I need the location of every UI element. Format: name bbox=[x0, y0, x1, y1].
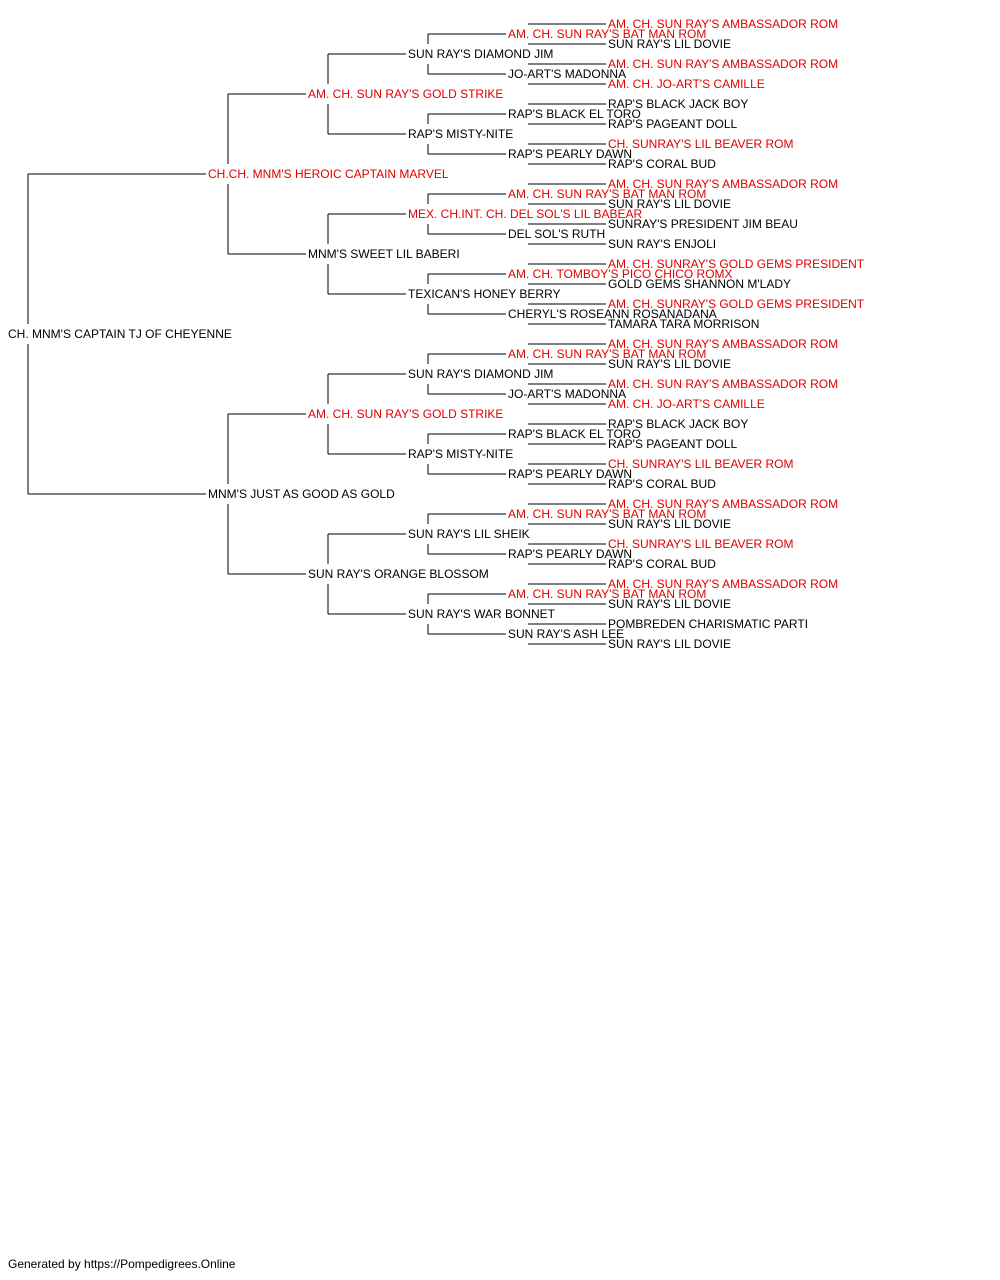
ancestor-name-gen3: SUN RAY'S WAR BONNET bbox=[408, 607, 555, 621]
ancestor-name-gen3: SUN RAY'S LIL SHEIK bbox=[408, 527, 530, 541]
ancestor-name-gen5: RAP'S PAGEANT DOLL bbox=[608, 117, 738, 131]
ancestor-name-gen1: MNM'S JUST AS GOOD AS GOLD bbox=[208, 487, 395, 501]
ancestor-name-gen5: AM. CH. SUNRAY'S GOLD GEMS PRESIDENT bbox=[608, 257, 865, 271]
ancestor-name-gen5: AM. CH. SUN RAY'S AMBASSADOR ROM bbox=[608, 17, 839, 31]
ancestor-name-gen3: TEXICAN'S HONEY BERRY bbox=[408, 287, 561, 301]
ancestor-name-gen3: RAP'S MISTY-NITE bbox=[408, 447, 514, 461]
ancestor-name-gen4: AM. CH. SUN RAY'S BAT MAN ROM bbox=[508, 347, 707, 361]
ancestor-name-gen4: RAP'S PEARLY DAWN bbox=[508, 547, 633, 561]
ancestor-name-gen5: POMBREDEN CHARISMATIC PARTI bbox=[608, 617, 809, 631]
ancestor-name-gen5: CH. SUNRAY'S LIL BEAVER ROM bbox=[608, 537, 794, 551]
ancestor-name-gen5: RAP'S CORAL BUD bbox=[608, 557, 716, 571]
ancestor-name-gen4: AM. CH. SUN RAY'S BAT MAN ROM bbox=[508, 187, 707, 201]
ancestor-name-gen5: AM. CH. JO-ART'S CAMILLE bbox=[608, 77, 765, 91]
ancestor-name-gen5: AM. CH. SUN RAY'S AMBASSADOR ROM bbox=[608, 337, 839, 351]
ancestor-name-gen4: RAP'S BLACK EL TORO bbox=[508, 427, 641, 441]
ancestor-name-gen5: SUNRAY'S PRESIDENT JIM BEAU bbox=[608, 217, 798, 231]
ancestor-name-gen4: AM. CH. TOMBOY'S PICO CHICO ROMX bbox=[508, 267, 733, 281]
ancestor-name-gen5: CH. SUNRAY'S LIL BEAVER ROM bbox=[608, 457, 794, 471]
ancestor-name-gen4: AM. CH. SUN RAY'S BAT MAN ROM bbox=[508, 507, 707, 521]
ancestor-name-gen5: RAP'S CORAL BUD bbox=[608, 157, 716, 171]
ancestor-name-gen2: SUN RAY'S ORANGE BLOSSOM bbox=[308, 567, 489, 581]
ancestor-name-gen4: AM. CH. SUN RAY'S BAT MAN ROM bbox=[508, 27, 707, 41]
ancestor-name-gen2: MNM'S SWEET LIL BABERI bbox=[308, 247, 460, 261]
ancestor-name-gen3: SUN RAY'S DIAMOND JIM bbox=[408, 367, 554, 381]
ancestor-name-gen5: AM. CH. SUN RAY'S AMBASSADOR ROM bbox=[608, 577, 839, 591]
ancestor-name-gen5: AM. CH. SUN RAY'S AMBASSADOR ROM bbox=[608, 57, 839, 71]
ancestor-name-gen4: DEL SOL'S RUTH bbox=[508, 227, 606, 241]
ancestor-name-gen5: GOLD GEMS SHANNON M'LADY bbox=[608, 277, 791, 291]
ancestor-name-gen3: RAP'S MISTY-NITE bbox=[408, 127, 514, 141]
ancestor-name-gen5: TAMARA TARA MORRISON bbox=[608, 317, 760, 331]
ancestor-name-gen4: AM. CH. SUN RAY'S BAT MAN ROM bbox=[508, 587, 707, 601]
ancestor-name-gen5: RAP'S CORAL BUD bbox=[608, 477, 716, 491]
ancestor-name-gen5: SUN RAY'S LIL DOVIE bbox=[608, 597, 731, 611]
footer-credit: Generated by https://Pompedigrees.Online bbox=[8, 1257, 236, 1271]
ancestor-name-gen5: SUN RAY'S ENJOLI bbox=[608, 237, 717, 251]
ancestor-name-gen5: RAP'S BLACK JACK BOY bbox=[608, 97, 749, 111]
ancestor-name-gen5: RAP'S BLACK JACK BOY bbox=[608, 417, 749, 431]
ancestor-name-gen5: AM. CH. SUN RAY'S AMBASSADOR ROM bbox=[608, 497, 839, 511]
ancestor-name-gen4: RAP'S PEARLY DAWN bbox=[508, 147, 633, 161]
ancestor-name-gen5: SUN RAY'S LIL DOVIE bbox=[608, 357, 731, 371]
ancestor-name-gen5: AM. CH. JO-ART'S CAMILLE bbox=[608, 397, 765, 411]
ancestor-name-gen5: CH. SUNRAY'S LIL BEAVER ROM bbox=[608, 137, 794, 151]
ancestor-name-gen4: SUN RAY'S ASH LEE bbox=[508, 627, 625, 641]
ancestor-name-gen1: CH.CH. MNM'S HEROIC CAPTAIN MARVEL bbox=[208, 167, 449, 181]
ancestor-name-gen3: MEX. CH.INT. CH. DEL SOL'S LIL BABEAR bbox=[408, 207, 643, 221]
ancestor-name-gen5: RAP'S PAGEANT DOLL bbox=[608, 437, 738, 451]
ancestor-name-gen3: SUN RAY'S DIAMOND JIM bbox=[408, 47, 554, 61]
ancestor-name-gen4: CHERYL'S ROSEANN ROSANADANA bbox=[508, 307, 717, 321]
subject-dog-name: CH. MNM'S CAPTAIN TJ OF CHEYENNE bbox=[8, 327, 232, 341]
ancestor-name-gen4: RAP'S PEARLY DAWN bbox=[508, 467, 633, 481]
ancestor-name-gen5: SUN RAY'S LIL DOVIE bbox=[608, 517, 731, 531]
ancestor-name-gen5: AM. CH. SUNRAY'S GOLD GEMS PRESIDENT bbox=[608, 297, 865, 311]
ancestor-name-gen2: AM. CH. SUN RAY'S GOLD STRIKE bbox=[308, 87, 504, 101]
ancestor-name-gen4: JO-ART'S MADONNA bbox=[508, 67, 627, 81]
ancestor-name-gen5: AM. CH. SUN RAY'S AMBASSADOR ROM bbox=[608, 177, 839, 191]
ancestor-name-gen5: SUN RAY'S LIL DOVIE bbox=[608, 37, 731, 51]
ancestor-name-gen5: SUN RAY'S LIL DOVIE bbox=[608, 197, 731, 211]
ancestor-name-gen2: AM. CH. SUN RAY'S GOLD STRIKE bbox=[308, 407, 504, 421]
ancestor-name-gen5: SUN RAY'S LIL DOVIE bbox=[608, 637, 731, 651]
ancestor-name-gen4: JO-ART'S MADONNA bbox=[508, 387, 627, 401]
ancestor-name-gen5: AM. CH. SUN RAY'S AMBASSADOR ROM bbox=[608, 377, 839, 391]
ancestor-name-gen4: RAP'S BLACK EL TORO bbox=[508, 107, 641, 121]
